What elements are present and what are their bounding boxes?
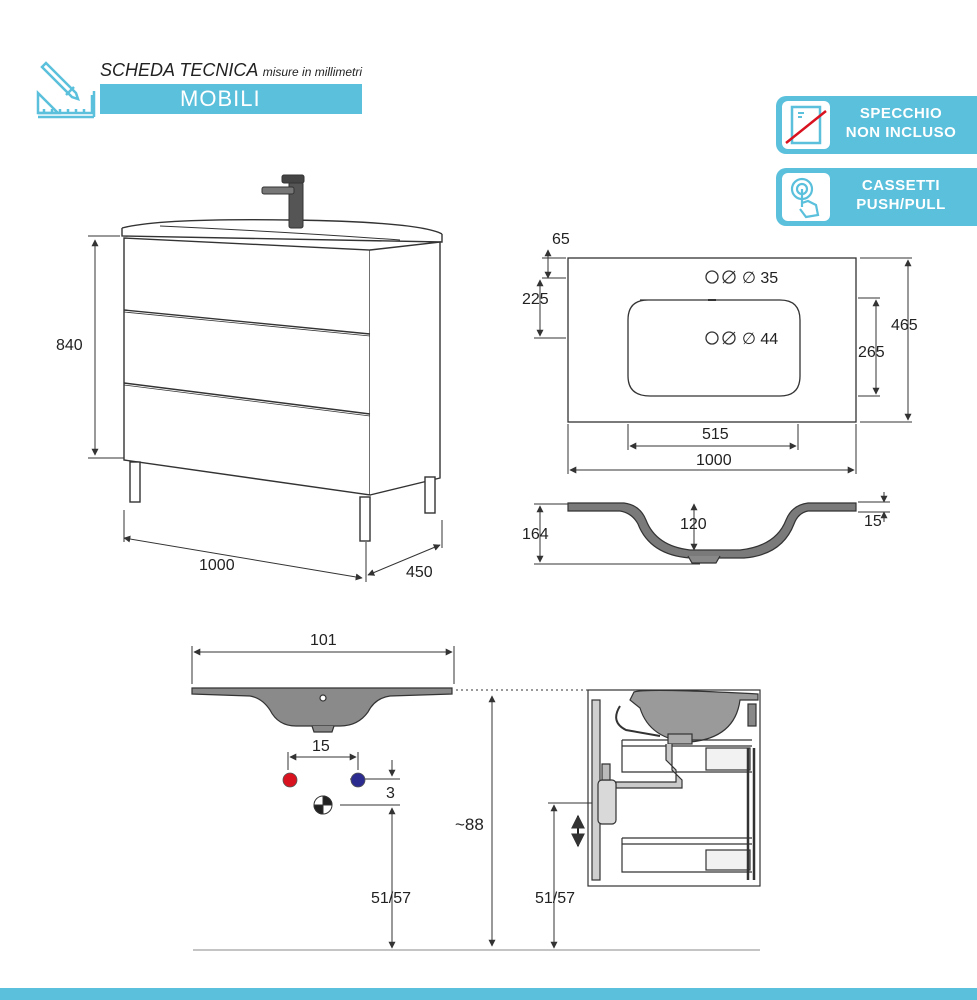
dim-rim-thickness: 15 <box>864 513 882 530</box>
cold-water-icon <box>350 772 366 788</box>
badge-drawers-line2: PUSH/PULL <box>856 196 946 213</box>
subtitle-text: misure in millimetri <box>262 65 363 79</box>
dim-basin-width: 515 <box>702 426 729 443</box>
category-banner: MOBILI <box>100 84 362 114</box>
basin-front-view <box>191 687 453 733</box>
cabinet-view <box>121 218 443 542</box>
dim-install-height: ~88 <box>455 815 484 834</box>
dim-pipe-spacing: 15 <box>312 738 330 755</box>
touch-hand-icon <box>782 173 830 221</box>
dim-top-width: 1000 <box>696 452 732 469</box>
badge-mirror-text: SPECCHIO NON INCLUSO <box>836 104 966 142</box>
side-section-view <box>587 689 761 887</box>
basin-section <box>567 502 857 564</box>
category-label: MOBILI <box>180 86 261 111</box>
dim-basin-distance: 225 <box>522 291 549 308</box>
dim-drain-height-front: 51/57 <box>371 890 412 907</box>
dim-basin-depth: 265 <box>858 344 885 361</box>
dim-hole-tap: ∅ 35 <box>742 270 779 287</box>
badge-drawers: CASSETTI PUSH/PULL <box>776 168 977 226</box>
dim-top-offset: 65 <box>552 231 570 248</box>
dim-drain-height-side: 51/57 <box>535 890 576 907</box>
dim-total-depth: 465 <box>891 317 918 334</box>
dim-bowl-depth: 120 <box>680 516 707 533</box>
hot-water-icon <box>282 772 298 788</box>
faucet-icon <box>261 174 305 229</box>
ruler-pencil-icon <box>36 61 96 119</box>
drain-center-icon <box>313 795 333 815</box>
badge-mirror-line2: NON INCLUSO <box>845 124 957 141</box>
dim-section-height: 164 <box>522 526 549 543</box>
dim-side-width: 101 <box>310 632 337 649</box>
sheet-title: SCHEDA TECNICA misure in millimetri <box>100 60 362 81</box>
dim-cabinet-height: 840 <box>56 337 83 354</box>
basin-top-view <box>567 257 857 423</box>
badge-mirror: SPECCHIO NON INCLUSO <box>776 96 977 154</box>
dim-drain-offset: 3 <box>386 785 395 802</box>
badge-drawers-line1: CASSETTI <box>861 177 941 194</box>
dim-cabinet-depth: 450 <box>406 564 433 581</box>
title-text: SCHEDA TECNICA <box>100 60 258 80</box>
badge-mirror-line1: SPECCHIO <box>859 105 943 122</box>
mirror-crossed-icon <box>782 101 830 149</box>
dim-hole-drain: ∅ 44 <box>742 331 779 348</box>
footer-strip <box>0 988 977 1000</box>
badge-drawers-text: CASSETTI PUSH/PULL <box>836 176 966 214</box>
dim-cabinet-width: 1000 <box>199 557 235 574</box>
